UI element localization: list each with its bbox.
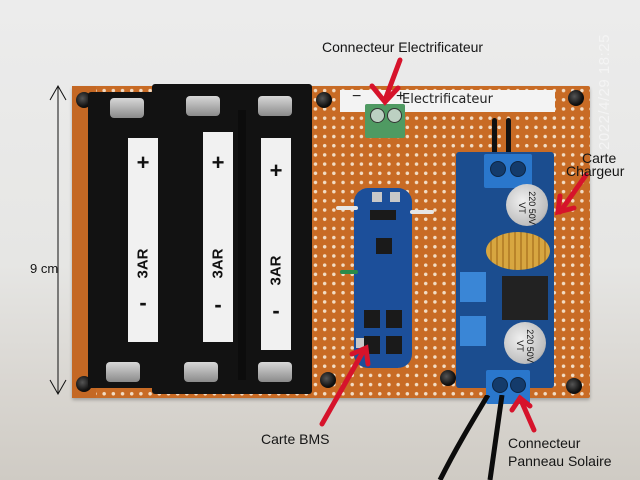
screw-icon [440,370,456,386]
battery-strip-2 [203,132,233,342]
terminal-screw-icon [387,108,402,123]
pad [390,192,400,202]
capacitor-bottom [504,322,546,364]
solar-wires [437,395,505,480]
pad [372,192,382,202]
regulator-ic [502,276,548,320]
arrow-head [555,193,577,216]
mosfet [364,310,380,328]
arrow-electrificateur [382,57,403,103]
battery-plus-3: + [269,158,283,183]
arrow-panneau [517,395,537,433]
arrow-head [369,83,401,106]
screw-icon [320,372,336,388]
mosfet [386,336,402,354]
electrificateur-terminal [365,104,405,138]
inductor-coil [486,232,550,270]
battery-contact [184,362,218,382]
tape-electrificateur: Electrificateur [402,92,494,107]
arrow-chargeur [557,172,589,215]
battery-contact [110,98,144,118]
dimension-label: 9 cm [30,261,59,276]
battery-minus-3: - [272,298,280,323]
pad [356,338,364,348]
resistor [370,210,396,220]
battery-contact [106,362,140,382]
battery-contact [186,96,220,116]
tape-plus: + [396,88,406,105]
screw-icon [568,90,584,106]
bms-ic [376,238,392,254]
label-carte-bms: Carte BMS [261,431,330,447]
charger-wire [506,118,511,156]
tape-minus: − [352,88,362,105]
terminal-screw-icon [370,108,385,123]
holder-divider [238,110,246,380]
label-connecteur-line1: Connecteur [508,435,581,451]
screw-icon [566,378,582,394]
battery-minus-2: - [214,292,222,317]
bms-wire [340,270,358,274]
battery-minus-1: - [139,290,147,315]
capacitor-top [506,184,548,226]
label-panneau-line2: Panneau Solaire [508,453,612,469]
bms-wire [336,206,358,210]
battery-plus-1: + [136,150,150,175]
mosfet [386,310,402,328]
potentiometer [460,316,486,346]
charger-output-terminal [484,154,532,188]
bms-board [354,188,412,368]
bms-wire [410,210,434,214]
battery-strip-3 [261,138,291,350]
arrow-bms [319,347,367,427]
label-connecteur-electrificateur: Connecteur Electrificateur [322,39,484,55]
arrow-head [509,394,533,413]
battery-plus-2: + [211,150,225,175]
terminal-screw-icon [490,161,506,177]
label-chargeur-line2: Chargeur [566,163,625,179]
terminal-screw-icon [510,377,526,393]
label-carte-line1: Carte [582,150,617,166]
arrow-head [349,344,371,367]
dimension-arrow [49,84,67,396]
screw-icon [316,92,332,108]
terminal-screw-icon [510,161,526,177]
battery-contact [258,96,292,116]
solar-panel-terminal [486,370,530,404]
terminal-screw-icon [492,377,508,393]
battery-strip-1 [128,138,158,342]
potentiometer [460,272,486,302]
charger-wire [492,118,497,156]
battery-contact [258,362,292,382]
